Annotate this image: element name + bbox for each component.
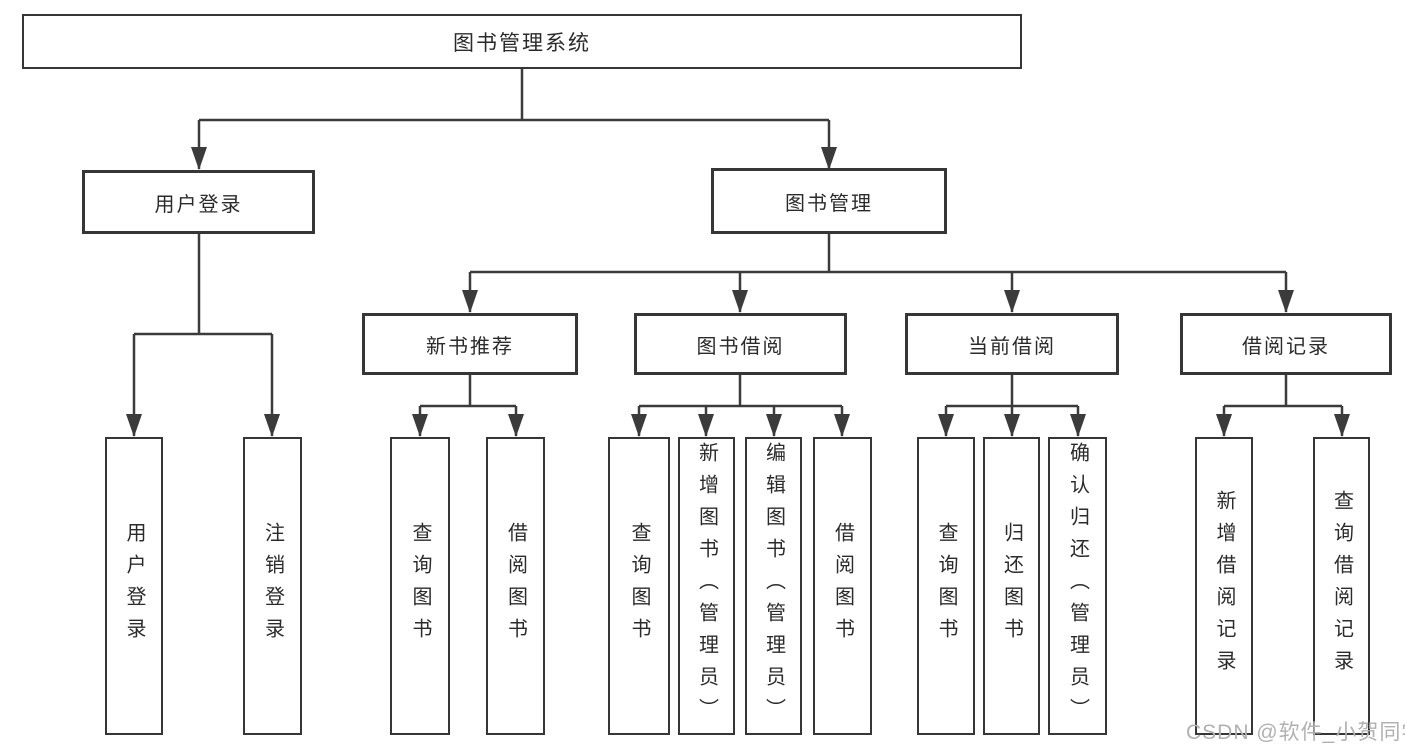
leaf-current-query-book: 查询图书 (917, 437, 975, 735)
leaf-recommend-borrow-book-label: 借阅图书 (504, 522, 527, 650)
leaf-record-add-record: 新增借阅记录 (1195, 437, 1253, 735)
leaf-recommend-borrow-book: 借阅图书 (486, 437, 545, 735)
leaf-current-query-book-label: 查询图书 (935, 522, 957, 650)
leaf-recommend-query-book-label: 查询图书 (409, 522, 431, 650)
node-book-borrow: 图书借阅 (634, 313, 847, 375)
leaf-borrow-add-book-admin: 新增图书（管理员） (678, 437, 735, 735)
leaf-borrow-edit-book-admin: 编辑图书（管理员） (745, 437, 802, 735)
leaf-borrow-edit-book-admin-label: 编辑图书（管理员） (762, 442, 785, 730)
watermark: CSDN @软件_小贺同学 (1186, 721, 1405, 744)
leaf-borrow-query-book: 查询图书 (608, 437, 670, 735)
leaf-logout-label: 注销登录 (261, 522, 284, 650)
root-node-library-system: 图书管理系统 (22, 14, 1022, 69)
leaf-borrow-add-book-admin-label: 新增图书（管理员） (695, 442, 718, 730)
node-user-login: 用户登录 (82, 170, 315, 234)
leaf-record-query-record-label: 查询借阅记录 (1330, 490, 1353, 682)
leaf-recommend-query-book: 查询图书 (390, 437, 450, 735)
leaf-borrow-borrow-book-label: 借阅图书 (831, 522, 854, 650)
leaf-borrow-query-book-label: 查询图书 (628, 522, 650, 650)
leaf-record-add-record-label: 新增借阅记录 (1213, 490, 1235, 682)
leaf-current-confirm-return-admin: 确认归还（管理员） (1048, 437, 1107, 735)
leaf-current-confirm-return-admin-label: 确认归还（管理员） (1066, 442, 1089, 730)
leaf-borrow-borrow-book: 借阅图书 (813, 437, 872, 735)
node-borrow-record: 借阅记录 (1180, 313, 1392, 375)
leaf-current-return-book: 归还图书 (983, 437, 1040, 735)
leaf-user-login-label: 用户登录 (123, 522, 145, 650)
leaf-current-return-book-label: 归还图书 (1000, 522, 1023, 650)
node-book-management: 图书管理 (711, 168, 947, 234)
node-current-borrow: 当前借阅 (905, 313, 1119, 375)
leaf-logout: 注销登录 (243, 437, 302, 735)
leaf-record-query-record: 查询借阅记录 (1313, 437, 1370, 735)
leaf-user-login: 用户登录 (105, 437, 163, 735)
node-new-book-recommend: 新书推荐 (362, 313, 578, 375)
